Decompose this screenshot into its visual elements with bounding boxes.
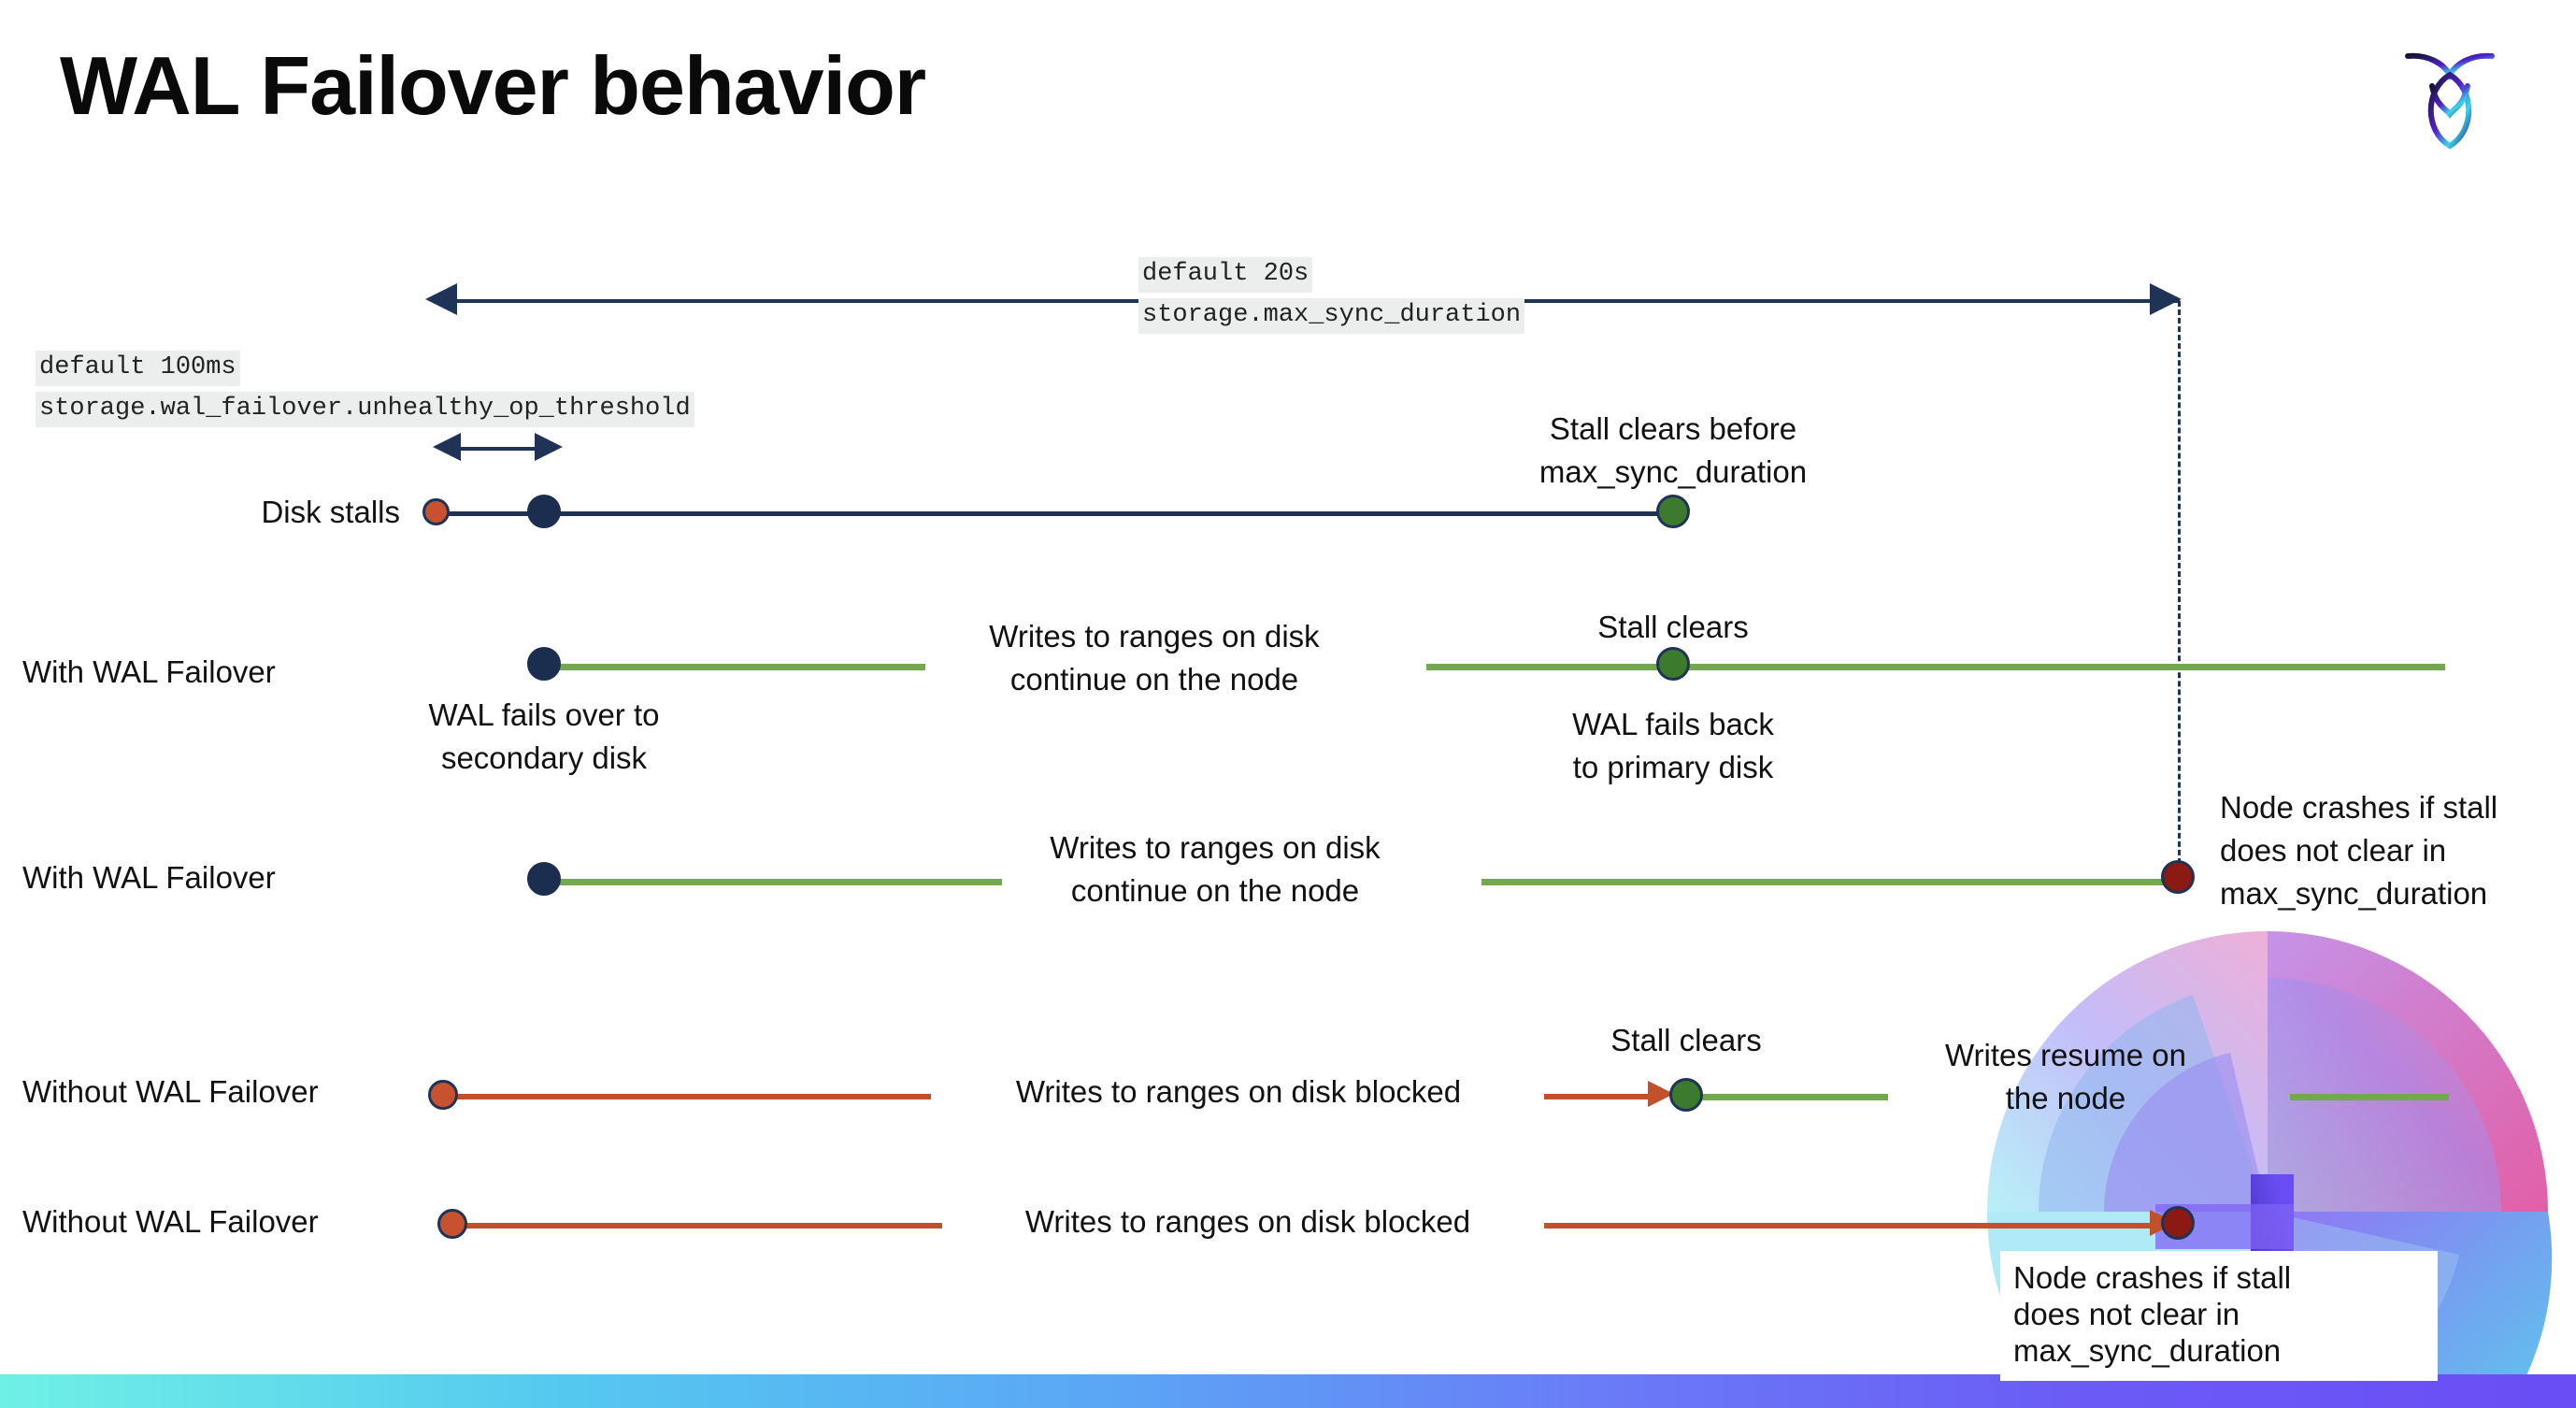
max-sync-left-arrowhead [425,283,457,315]
max-sync-setting-name: storage.max_sync_duration [1138,298,1525,334]
stall-clears-dot-row2 [1656,647,1690,681]
writes-continue2-line2: continue on the node [1070,873,1360,908]
node-crash-dot-row3 [2161,860,2195,894]
node-crashes-line3: max_sync_duration [2220,876,2488,911]
stall-clears-label-row4: Stall clears [1610,1023,1762,1057]
node-crashes2-line3: max_sync_duration [2013,1332,2282,1368]
node-crashes2-line2: does not clear in [2013,1296,2240,1331]
disk-stall-start-dot-row5 [437,1209,467,1239]
unhealthy-op-setting-name: storage.wal_failover.unhealthy_op_thresh… [36,392,694,427]
cockroach-labs-logo-icon [2398,34,2501,155]
node-crashes-callout-row5: Node crashes if stall does not clear in … [2000,1251,2438,1381]
row-label-without-failover-2: Without WAL Failover [22,1204,319,1239]
max-sync-dropline [2178,301,2181,881]
max-sync-right-arrowhead [2150,283,2182,315]
writes-resume-line2: the node [2005,1081,2126,1115]
writes-blocked-label-row4: Writes to ranges on disk blocked [1015,1074,1462,1109]
wal-failover-trigger-dot-row1 [527,495,561,528]
wal-fails-over-line2: secondary disk [440,740,648,775]
threshold-span-line [456,447,540,451]
writes-blocked-label-row5: Writes to ranges on disk blocked [1024,1204,1471,1239]
row5-red-segment-left [458,1223,942,1228]
row-label-disk-stalls: Disk stalls [261,495,400,529]
row-label-with-failover-1: With WAL Failover [22,654,276,689]
disk-stalls-timeline [439,511,1673,516]
stall-clears-dot-row1 [1656,495,1690,528]
wal-failover-trigger-dot-row2 [527,647,561,681]
wal-fails-over-line1: WAL fails over to [428,697,660,732]
node-crashes-line2: does not clear in [2220,833,2447,868]
threshold-right-arrowhead [535,433,563,461]
wal-failover-trigger-dot-row3 [527,862,561,896]
row4-red-segment-right [1544,1094,1654,1099]
row2-green-segment-right [1426,664,2445,670]
node-crashes2-line1: Node crashes if stall [2013,1260,2292,1295]
stall-clears-label-row2: Stall clears [1597,610,1749,644]
writes-resume-line1: Writes resume on [1945,1038,2186,1072]
stall-clears-dot-row4 [1669,1078,1703,1112]
stall-clears-before-line1: Stall clears before [1549,411,1797,446]
disk-stall-start-dot [422,498,450,525]
row4-green-segment-far [2290,1094,2449,1100]
node-crashes-line1: Node crashes if stall [2220,790,2498,825]
row4-red-segment-left [447,1094,931,1099]
wal-fails-back-line2: to primary disk [1572,750,1774,784]
writes-continue-line2: continue on the node [1009,662,1299,697]
writes-continue-line1: Writes to ranges on disk [989,619,1320,654]
writes-continue2-line1: Writes to ranges on disk [1050,830,1381,865]
page-title: WAL Failover behavior [60,39,926,132]
disk-stall-start-dot-row4 [428,1080,458,1110]
node-crash-dot-row5 [2161,1206,2195,1240]
unhealthy-op-default-label: default 100ms [36,351,240,386]
max-sync-default-label: default 20s [1138,257,1313,293]
row5-red-segment-right [1544,1223,2161,1228]
row-label-with-failover-2: With WAL Failover [22,860,276,895]
row4-green-segment [1697,1094,1888,1100]
row-label-without-failover-1: Without WAL Failover [22,1074,319,1109]
row2-green-segment-left [544,664,925,670]
stall-clears-before-line2: max_sync_duration [1538,454,1808,489]
wal-fails-back-line1: WAL fails back [1572,707,1774,741]
row3-green-segment-right [1481,879,2173,885]
row3-green-segment-left [544,879,1002,885]
